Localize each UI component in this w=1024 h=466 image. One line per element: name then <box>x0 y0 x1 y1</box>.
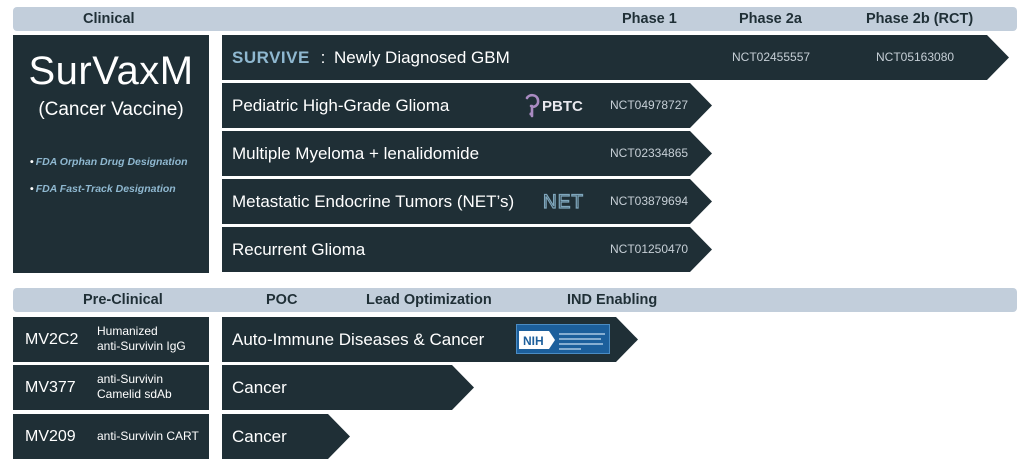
ind-enabling-header: IND Enabling <box>567 292 658 308</box>
program-code-box-mv209: MV209 anti-Survivin CART <box>13 414 209 459</box>
program-separator: : <box>320 48 326 67</box>
nct-id: NCT02334865 <box>610 146 689 160</box>
program-name: Newly Diagnosed GBM <box>334 48 510 67</box>
program-name: Auto-Immune Diseases & Cancer <box>232 330 485 349</box>
pbtc-logo-text: PBTC <box>542 98 583 115</box>
phase2b-header: Phase 2b (RCT) <box>866 11 974 27</box>
program-label: SURVIVE : Newly Diagnosed GBM <box>232 35 510 80</box>
phase1-header: Phase 1 <box>622 11 677 27</box>
net-logo: NET <box>542 190 587 213</box>
poc-header: POC <box>266 292 298 308</box>
clinical-header-bar: Clinical Phase 1 Phase 2a Phase 2b (RCT) <box>13 7 1017 31</box>
program-name: Multiple Myeloma + lenalidomide <box>232 144 480 163</box>
pipeline-arrow-myeloma: Multiple Myeloma + lenalidomide NCT02334… <box>222 131 712 176</box>
preclinical-header-label: Pre-Clinical <box>83 292 163 308</box>
pbtc-logo: PBTC <box>523 92 593 120</box>
product-box: SurVaxM (Cancer Vaccine) •FDA Orphan Dru… <box>13 35 209 273</box>
preclinical-header-bar: Pre-Clinical POC Lead Optimization IND E… <box>13 288 1017 312</box>
program-name: Cancer <box>232 427 287 446</box>
nct-id: NCT01250470 <box>610 242 689 256</box>
nih-logo-icon: NIH <box>519 331 605 350</box>
net-logo-icon: NET <box>542 191 584 213</box>
program-name: Cancer <box>232 378 287 397</box>
program-description-line: anti-Survivin <box>97 372 164 386</box>
nih-logo: NIH <box>516 324 610 354</box>
product-subtitle: (Cancer Vaccine) <box>38 99 184 120</box>
pbtc-logo-icon: PBTC <box>525 93 583 118</box>
bullet-icon: • <box>30 156 34 168</box>
program-code: MV209 <box>25 428 76 445</box>
program-prefix: SURVIVE <box>232 48 310 67</box>
program-description-line: Humanized <box>97 324 158 338</box>
program-name: Metastatic Endocrine Tumors (NET’s) <box>232 192 515 211</box>
program-code-box-mv377: MV377 anti-Survivin Camelid sdAb <box>13 365 209 410</box>
phase2a-header: Phase 2a <box>739 11 802 27</box>
pipeline-arrow-net: Metastatic Endocrine Tumors (NET’s) NCT0… <box>222 179 712 224</box>
program-description-line: anti-Survivin CART <box>97 429 199 443</box>
clinical-header-label: Clinical <box>83 11 135 27</box>
program-name: Pediatric High-Grade Glioma <box>232 96 450 115</box>
lead-optimization-header: Lead Optimization <box>366 292 492 308</box>
nih-logo-text: NIH <box>523 334 544 348</box>
program-description-line: anti-Survivin IgG <box>97 339 186 353</box>
designation-text: FDA Fast-Track Designation <box>35 183 176 195</box>
pipeline-arrow-pediatric: Pediatric High-Grade Glioma NCT04978727 <box>222 83 712 128</box>
pipeline-arrow-cancer-mv209: Cancer <box>222 414 350 459</box>
pipeline-arrow-gbm: SURVIVE : Newly Diagnosed GBM NCT0245555… <box>222 35 1009 80</box>
designation-item: •FDA Orphan Drug Designation <box>30 156 188 168</box>
designation-text: FDA Orphan Drug Designation <box>35 156 188 168</box>
program-description-line: Camelid sdAb <box>97 387 172 401</box>
bullet-icon: • <box>30 183 34 195</box>
nct-id: NCT04978727 <box>610 98 689 112</box>
net-logo-text: NET <box>543 192 584 212</box>
program-name: Recurrent Glioma <box>232 240 366 259</box>
nct-id: NCT05163080 <box>876 50 955 64</box>
nct-id: NCT02455557 <box>732 50 811 64</box>
program-code: MV377 <box>25 379 76 396</box>
pipeline-arrow-cancer-mv377: Cancer <box>222 365 474 410</box>
product-name: SurVaxM <box>28 49 194 93</box>
program-code: MV2C2 <box>25 331 79 348</box>
program-code-box-mv2c2: MV2C2 Humanized anti-Survivin IgG <box>13 317 209 362</box>
nct-id: NCT03879694 <box>610 194 689 208</box>
pipeline-arrow-recurrent: Recurrent Glioma NCT01250470 <box>222 227 712 272</box>
designation-item: •FDA Fast-Track Designation <box>30 183 176 195</box>
